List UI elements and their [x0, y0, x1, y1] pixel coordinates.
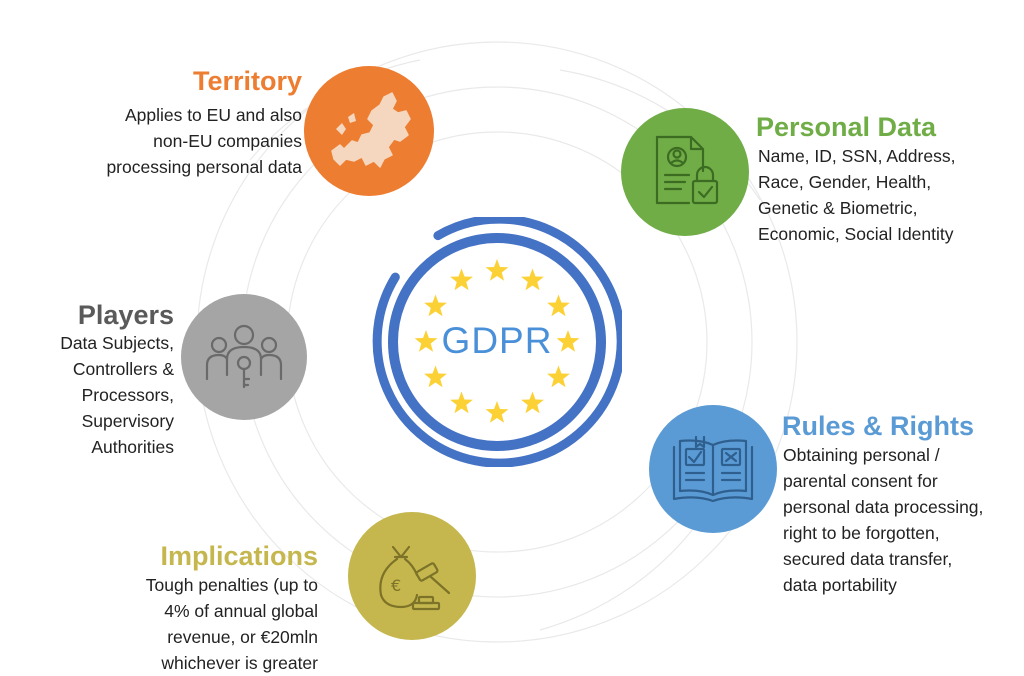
eu-star-icon — [521, 391, 544, 414]
eu-star-icon — [521, 268, 544, 291]
personal-data-circle — [621, 108, 749, 236]
desc-line: whichever is greater — [161, 653, 318, 673]
desc-line: Data Subjects, — [60, 333, 174, 353]
desc-line: Genetic & Biometric, — [758, 198, 918, 218]
inner-ring — [388, 233, 606, 451]
desc-line: Applies to EU and also — [124, 105, 302, 125]
desc-line: revenue, or €20mln — [167, 627, 318, 647]
desc-line: Name, ID, SSN, Address, — [758, 146, 956, 166]
europe-map-icon — [330, 91, 411, 168]
players-circle — [181, 294, 307, 420]
eu-star-icon — [424, 365, 447, 388]
eu-star-icon — [450, 391, 473, 414]
implications-description: Tough penalties (up to 4% of annual glob… — [146, 572, 318, 676]
desc-line: personal data processing, — [783, 497, 984, 517]
eu-star-icon — [424, 294, 447, 317]
desc-line: Tough penalties (up to — [145, 575, 318, 595]
gdpr-ring — [372, 214, 626, 468]
desc-line: processing personal data — [106, 157, 302, 177]
rules-rights-circle — [649, 405, 777, 533]
eu-star-icon — [485, 259, 509, 281]
rules-rights-title: Rules & Rights — [782, 411, 975, 441]
gdpr-center: GDPR — [372, 214, 626, 468]
players-title: Players — [77, 300, 174, 330]
desc-line: non-EU companies — [153, 131, 302, 151]
eu-stars — [414, 259, 580, 423]
implications-title: Implications — [160, 541, 318, 571]
desc-line: data portability — [783, 575, 897, 595]
desc-line: Economic, Social Identity — [758, 224, 954, 244]
eu-star-icon — [414, 330, 438, 352]
desc-line: secured data transfer, — [783, 549, 953, 569]
center-label: GDPR — [441, 320, 553, 361]
desc-line: Race, Gender, Health, — [758, 172, 932, 192]
eu-star-icon — [485, 401, 509, 423]
eu-star-icon — [547, 294, 570, 317]
desc-line: Controllers & — [72, 359, 174, 379]
eu-star-icon — [547, 365, 570, 388]
territory-title: Territory — [192, 66, 302, 96]
eu-star-icon — [450, 268, 473, 291]
territory-description: Applies to EU and also non-EU companies … — [106, 102, 302, 180]
outer-ring-arc — [372, 214, 626, 468]
rules-rights-description: Obtaining personal / parental consent fo… — [783, 442, 983, 598]
desc-line: Processors, — [81, 385, 174, 405]
desc-line: 4% of annual global — [164, 601, 318, 621]
eu-star-icon — [556, 330, 580, 352]
desc-line: Supervisory — [81, 411, 174, 431]
rulebook-icon — [672, 435, 754, 503]
desc-line: Authorities — [91, 437, 174, 457]
money-bag-gavel-icon: € — [379, 545, 451, 611]
people-key-icon — [205, 324, 283, 389]
svg-text:€: € — [391, 576, 401, 595]
document-lock-icon — [655, 135, 719, 205]
desc-line: Obtaining personal / — [783, 445, 940, 465]
players-description: Data Subjects, Controllers & Processors,… — [60, 330, 174, 460]
desc-line: right to be forgotten, — [783, 523, 940, 543]
personal-data-title: Personal Data — [756, 112, 937, 142]
personal-data-description: Name, ID, SSN, Address, Race, Gender, He… — [758, 143, 955, 247]
implications-circle: € — [348, 512, 476, 640]
territory-circle — [304, 66, 434, 196]
desc-line: parental consent for — [783, 471, 938, 491]
